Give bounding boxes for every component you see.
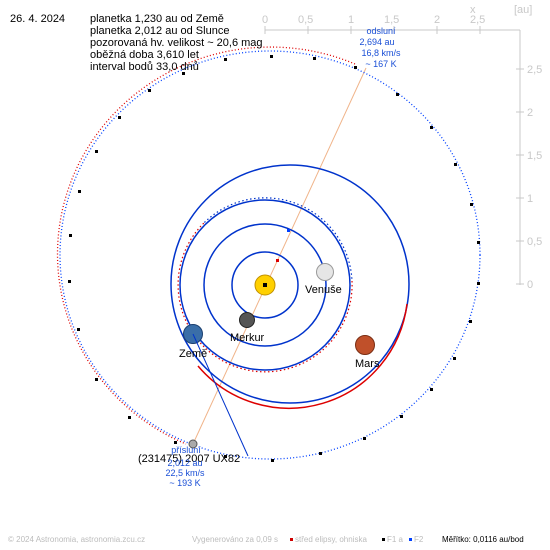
mercury-orbit (231, 251, 299, 319)
y-tick-label: 1,5 (527, 150, 542, 162)
footer-bar: © 2024 Astronomia, astronomia.zcu.cz Vyg… (0, 533, 550, 547)
mars-planet (355, 335, 375, 355)
x-tick-label: 0 (262, 14, 268, 26)
x-tick-label: 1 (348, 14, 354, 26)
legend-center: střed elipsy, ohniska (290, 535, 367, 544)
perihelion-distance: 2,012 au (167, 458, 202, 468)
x-tick-label: 0,5 (298, 14, 313, 26)
copyright-text: © 2024 Astronomia, astronomia.zcu.cz (8, 535, 146, 544)
venus-label: Venuše (305, 284, 342, 296)
x-tick-label: 2 (434, 14, 440, 26)
axis-corner-unit: [au] (514, 4, 532, 16)
earth-label: Země (179, 348, 207, 360)
perihelion-temp: ~ 193 K (169, 478, 200, 488)
earth-to-asteroid-line (192, 333, 249, 457)
asteroid-orbit-blue (59, 50, 481, 460)
aphelion-title: odsluní (366, 26, 396, 36)
y-tick-label: 0,5 (527, 236, 542, 248)
info-point-interval: interval bodů 33,0 dnů (90, 61, 199, 73)
mars-label: Mars (355, 358, 380, 370)
y-tick-label: 2 (527, 107, 533, 119)
focus2-dot-icon (409, 538, 413, 542)
mercury-label: Merkur (230, 332, 265, 344)
sun-focus-marker (263, 283, 267, 287)
perihelion-speed: 22,5 km/s (165, 468, 205, 478)
asteroid-orbit-red (56, 46, 356, 445)
ellipse-center-marker (287, 229, 290, 232)
aphelion-speed: 16,8 km/s (361, 48, 401, 58)
scale-text: Měřítko: 0,0116 au/bod (442, 535, 524, 544)
x-tick-label: 1,5 (384, 14, 399, 26)
asteroid-marker (188, 439, 198, 449)
info-sun-distance: planetka 2,012 au od Slunce (90, 25, 230, 37)
mercury-planet (239, 312, 255, 328)
perihelion-title: přísluní (171, 445, 201, 455)
center-dot-icon (290, 538, 293, 542)
aphelion-distance: 2,694 au (359, 37, 394, 47)
focus1-square-icon (382, 538, 385, 542)
x-tick-label: 2,5 (470, 14, 485, 26)
y-tick-label: 2,5 (527, 64, 542, 76)
focus-marker (276, 259, 279, 262)
y-tick-label: 1 (527, 193, 533, 205)
asteroid-info-panel: planetka 1,230 au od Země planetka 2,012… (90, 13, 263, 73)
y-tick-label: 0 (527, 279, 533, 291)
mars-orbit-red (177, 222, 353, 373)
orbit-point-markers (68, 55, 480, 462)
info-orbital-period: oběžná doba 3,610 let (90, 49, 199, 61)
outer-planet-orbit (170, 164, 410, 404)
venus-planet (316, 263, 334, 281)
venus-orbit (203, 223, 327, 347)
earth-orbit (179, 199, 351, 371)
aphelion-temp: ~ 167 K (365, 59, 396, 69)
generated-time: Vygenerováno za 0,09 s (192, 535, 278, 544)
axis-ticks (264, 26, 524, 285)
outer-orbit-red-segment (197, 303, 408, 409)
info-magnitude: pozorovaná hv. velikost ~ 20,6 mag (90, 37, 263, 49)
info-earth-distance: planetka 1,230 au od Země (90, 13, 224, 25)
mars-orbit-blue (203, 197, 353, 282)
axis-x-unit: x (470, 4, 476, 16)
asteroid-label: (231475) 2007 UX82 (138, 453, 240, 465)
observation-date: 26. 4. 2024 (10, 13, 66, 25)
